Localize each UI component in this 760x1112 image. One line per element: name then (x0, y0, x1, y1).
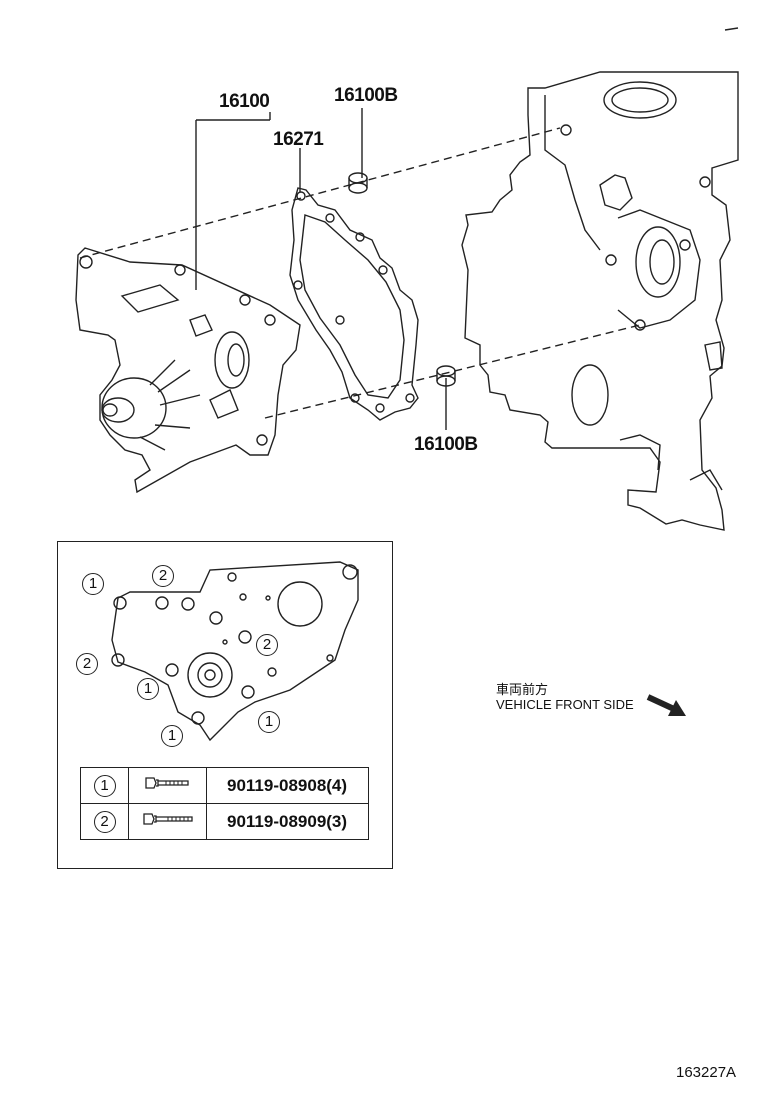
marker-2: 2 (76, 653, 98, 675)
inset-pump-face (111, 561, 359, 742)
callout-16271: 16271 (273, 129, 324, 150)
marker-1: 1 (93, 774, 116, 797)
marker-1: 1 (137, 678, 159, 700)
marker-2: 2 (152, 565, 174, 587)
gasket-drawing (289, 187, 419, 421)
bolt-short-icon (144, 777, 189, 789)
dowel-pin-lower (436, 365, 456, 387)
figure-id: 163227A (676, 1064, 737, 1081)
part-number: 90119-08909(3) (206, 803, 369, 840)
marker-2: 2 (93, 810, 116, 833)
table-row: 1 90119-08908(4) (80, 767, 369, 804)
bolt-long-icon (142, 813, 193, 825)
bolt-parts-table: 1 90119-08908(4) 2 90119-08909(3) (80, 767, 369, 840)
dowel-pin-upper (348, 172, 368, 194)
engine-block-drawing (461, 27, 739, 531)
water-pump-drawing (75, 247, 301, 494)
vehicle-front-label: VEHICLE FRONT SIDE (496, 697, 634, 712)
marker-1: 1 (82, 573, 104, 595)
arrow-down-right-icon (646, 694, 686, 716)
align-line-upper (79, 127, 561, 259)
vehicle-front-label-jp: 車両前方 (496, 682, 549, 697)
callout-16100b-lower: 16100B (414, 434, 478, 455)
part-number: 90119-08908(4) (206, 767, 369, 804)
marker-2: 2 (256, 634, 278, 656)
callout-16100b-upper: 16100B (334, 85, 398, 106)
callout-16100: 16100 (219, 91, 270, 112)
marker-1: 1 (258, 711, 280, 733)
leader-16100 (195, 112, 271, 290)
marker-1: 1 (161, 725, 183, 747)
align-line-lower (264, 324, 641, 419)
bolt-detail-inset: 1 2 2 1 1 2 1 1 90119-08908(4) 2 (57, 541, 393, 869)
table-row: 2 90119-08909(3) (80, 803, 369, 840)
